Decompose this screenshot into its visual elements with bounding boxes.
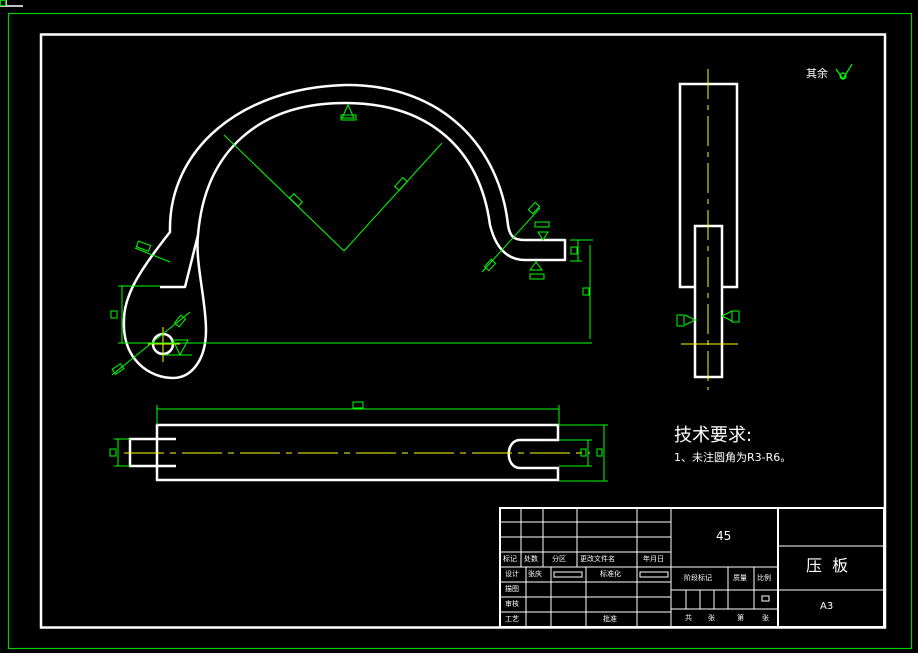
tb-footer-page: 第 xyxy=(737,614,744,622)
surface-finish-note: 其余 xyxy=(806,67,828,80)
tb-row-design-label: 设计 xyxy=(505,570,519,578)
side-centerlines xyxy=(681,69,738,390)
front-dimensions xyxy=(110,103,593,376)
drawing-frame xyxy=(39,33,887,629)
part-name: 压 板 xyxy=(806,556,849,575)
sheet-limit-border xyxy=(7,12,913,650)
title-block-grid xyxy=(499,507,885,628)
tech-requirement-item: 1、未注圆角为R3-R6。 xyxy=(674,451,792,464)
material-label: 45 xyxy=(716,529,732,543)
tb-row-approve-label: 批准 xyxy=(603,615,617,623)
tb-header-zone: 分区 xyxy=(552,555,566,563)
sheet-size: A3 xyxy=(820,601,834,612)
top-dimensions xyxy=(109,401,608,482)
tb-row-design-name: 张庆 xyxy=(528,570,542,578)
tb-stage-mark: 阶段标记 xyxy=(684,574,712,582)
front-view xyxy=(122,83,567,380)
tb-header-count: 处数 xyxy=(524,555,538,563)
tb-footer-sheets-1: 张 xyxy=(708,614,715,622)
tech-requirements-title: 技术要求: xyxy=(674,425,753,446)
tb-header-doc: 更改文件名 xyxy=(580,555,615,563)
tb-weight: 质量 xyxy=(733,574,747,582)
tb-row-standard-label: 标准化 xyxy=(600,570,621,578)
tb-footer-total: 共 xyxy=(685,614,692,622)
surface-finish-symbol xyxy=(835,63,853,81)
side-dimensions xyxy=(676,310,740,327)
tb-row-process-label: 工艺 xyxy=(505,615,519,623)
tb-footer-sheets-2: 张 xyxy=(762,614,769,622)
tb-header-mark: 标记 xyxy=(503,555,517,563)
tb-scale: 比例 xyxy=(757,574,771,582)
tb-row-trace-label: 描图 xyxy=(505,585,519,593)
tb-header-date: 年月日 xyxy=(643,555,664,563)
tb-row-review-label: 审核 xyxy=(505,600,519,608)
